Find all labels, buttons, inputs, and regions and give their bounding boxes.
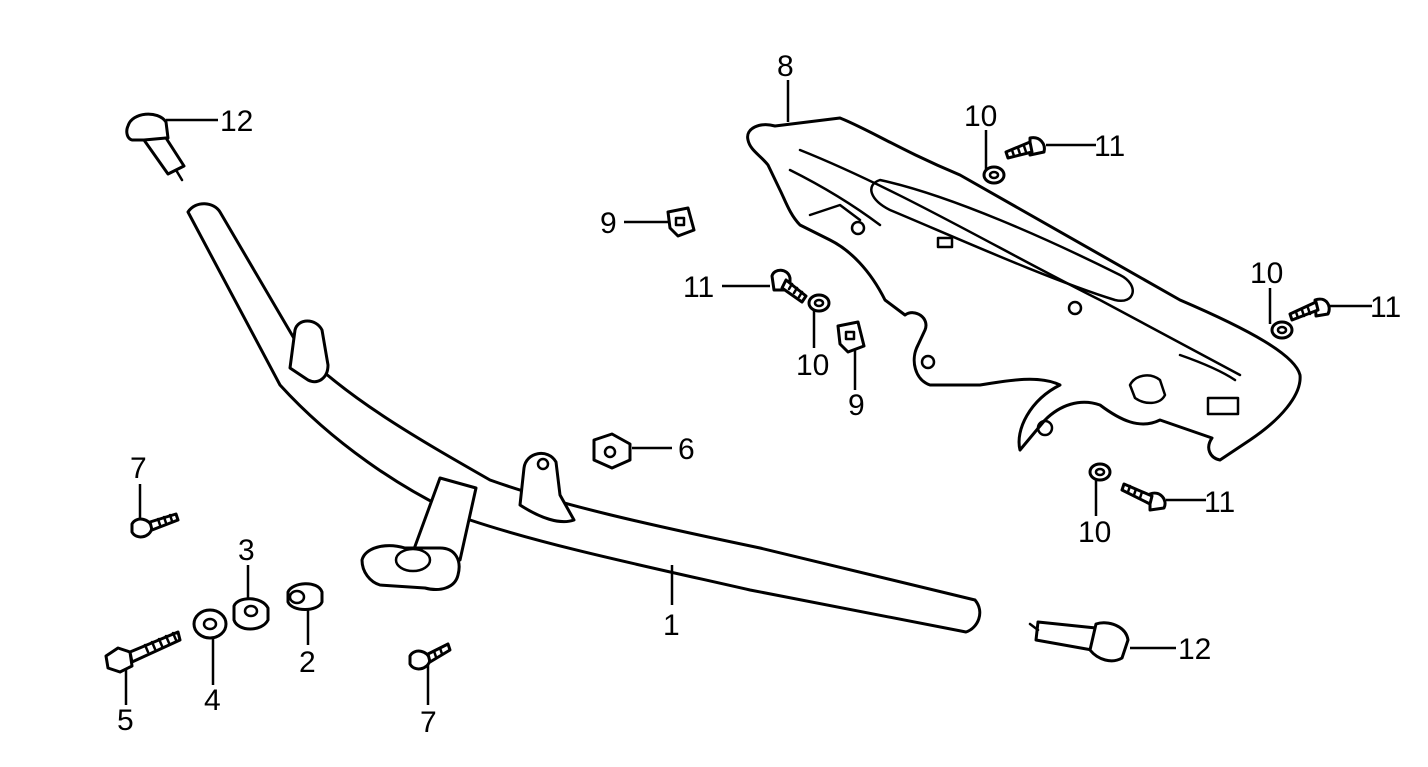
callout-8: 8 [777,50,794,83]
handlebar-tube [186,202,982,634]
callout-3: 3 [238,534,255,567]
tapping-screw-left [130,512,180,539]
callout-5: 5 [117,704,134,737]
leader-lines [124,80,1372,705]
screws [770,136,1331,512]
washer-a [982,165,1006,185]
rubber-washer [232,597,270,631]
callout-10-top: 10 [964,100,997,133]
callout-labels: 1 2 3 4 5 6 7 7 8 9 9 10 10 10 10 11 11 … [117,50,1401,739]
callout-7-right: 7 [420,706,437,739]
washer-d [1088,462,1112,482]
callout-11-left: 11 [683,271,714,304]
callout-12-bottom: 12 [1178,633,1211,666]
nut [592,432,632,470]
washer-c [1270,320,1294,340]
callout-10-bottom: 10 [1078,516,1111,549]
grip-end-cap-right [1028,620,1130,663]
tapping-screw-right [408,642,452,671]
clip-nut-lower [836,320,866,354]
washers [807,165,1294,482]
screw-d [1120,482,1167,512]
flat-washer [192,608,228,640]
collar [286,582,324,611]
callout-11-right: 11 [1370,291,1401,324]
bolt [104,630,182,674]
washer-b [807,293,831,313]
callout-9-upper: 9 [600,207,617,240]
callout-1: 1 [663,609,680,642]
callout-11-top: 11 [1094,130,1125,163]
handlebar-cover [746,116,1302,462]
screw-b [770,268,808,304]
callout-11-bottom: 11 [1204,486,1235,519]
callout-10-right: 10 [1250,257,1283,290]
callout-7-left: 7 [130,452,147,485]
screw-a [1004,136,1046,160]
callout-4: 4 [204,684,221,717]
clip-nut-upper [666,206,696,238]
callout-12-top: 12 [220,105,253,138]
grip-end-cap-left [125,112,186,182]
callout-9-lower: 9 [848,389,865,422]
callout-10-left: 10 [796,349,829,382]
callout-2: 2 [299,646,316,679]
screw-c [1288,297,1331,322]
callout-6: 6 [678,433,695,466]
